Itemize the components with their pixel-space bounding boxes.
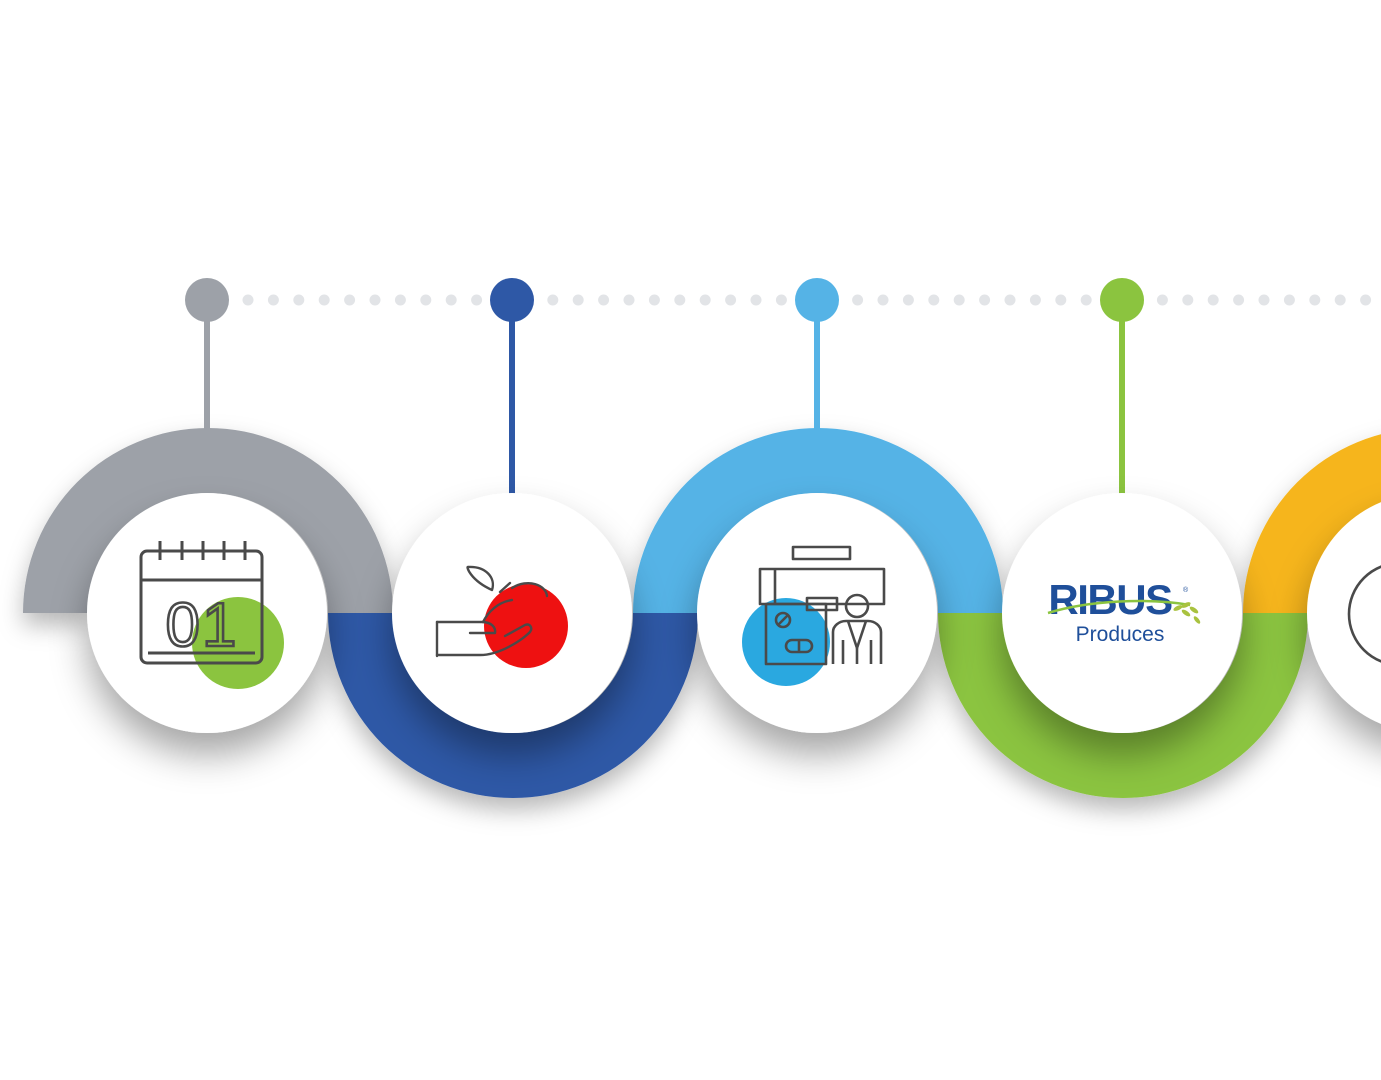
wave-arcs bbox=[23, 428, 1381, 798]
connector-dot bbox=[750, 294, 762, 306]
connector-dot bbox=[648, 294, 660, 306]
connector-dot bbox=[674, 294, 686, 306]
connector-dot bbox=[1004, 294, 1016, 306]
connector-dot bbox=[725, 294, 737, 306]
connector-dot bbox=[344, 294, 356, 306]
connector-dot bbox=[623, 294, 635, 306]
connector-dot bbox=[318, 294, 330, 306]
pharmacist-icon bbox=[742, 545, 886, 686]
dotted-connector bbox=[242, 294, 1372, 306]
connector-dot bbox=[471, 294, 483, 306]
ribus-logo: RIBUS ® Produces bbox=[1047, 576, 1201, 646]
arc-green bbox=[938, 613, 1308, 798]
connector-dot bbox=[928, 294, 940, 306]
connector-dot bbox=[1182, 294, 1194, 306]
connector-dot bbox=[1029, 294, 1041, 306]
connector-dot bbox=[598, 294, 610, 306]
connector-dot bbox=[267, 294, 279, 306]
step-circle-5 bbox=[1307, 502, 1381, 724]
ribus-logo-main: RIBUS bbox=[1048, 576, 1172, 623]
connector-dot bbox=[1055, 294, 1067, 306]
connector-dot bbox=[572, 294, 584, 306]
connector-dot bbox=[1283, 294, 1295, 306]
hand-apple-icon bbox=[435, 565, 568, 668]
connector-dot bbox=[293, 294, 305, 306]
connector-dot bbox=[1360, 294, 1372, 306]
connector-dot bbox=[1156, 294, 1168, 306]
connector-dot bbox=[369, 294, 381, 306]
connector-dot bbox=[1207, 294, 1219, 306]
connector-dot bbox=[1233, 294, 1245, 306]
connector-dot bbox=[394, 294, 406, 306]
ribus-logo-sub: Produces bbox=[1076, 623, 1165, 646]
connector-dot bbox=[852, 294, 864, 306]
connector-dot bbox=[699, 294, 711, 306]
pin-sky bbox=[795, 278, 839, 322]
partial-circle-icon bbox=[1347, 565, 1381, 663]
connector-dot bbox=[445, 294, 457, 306]
connector-dot bbox=[877, 294, 889, 306]
connector-dot bbox=[902, 294, 914, 306]
connector-dot bbox=[420, 294, 432, 306]
connector-dot bbox=[953, 294, 965, 306]
connector-dot bbox=[242, 294, 254, 306]
connector-dot bbox=[1258, 294, 1270, 306]
arc-amber bbox=[1243, 434, 1381, 613]
ribus-swoosh bbox=[1047, 599, 1191, 615]
step-circle-4 bbox=[1002, 493, 1242, 733]
pin-gray bbox=[185, 278, 229, 322]
connector-dot bbox=[1080, 294, 1092, 306]
pin-navy bbox=[490, 278, 534, 322]
connector-dot bbox=[1334, 294, 1346, 306]
arc-gray bbox=[23, 428, 393, 613]
connector-dot bbox=[979, 294, 991, 306]
wheat-icon bbox=[1173, 602, 1201, 624]
connector-dot bbox=[775, 294, 787, 306]
connector-dot bbox=[547, 294, 559, 306]
pin-green bbox=[1100, 278, 1144, 322]
ribus-registered-mark: ® bbox=[1183, 586, 1189, 594]
calendar-icon: 01 bbox=[139, 541, 284, 689]
calendar-number: 01 bbox=[166, 591, 239, 660]
arc-sky bbox=[633, 428, 1003, 613]
apple-fill bbox=[484, 584, 568, 668]
connector-dot bbox=[1309, 294, 1321, 306]
arc-navy bbox=[328, 613, 698, 798]
pin-markers bbox=[185, 278, 1144, 495]
